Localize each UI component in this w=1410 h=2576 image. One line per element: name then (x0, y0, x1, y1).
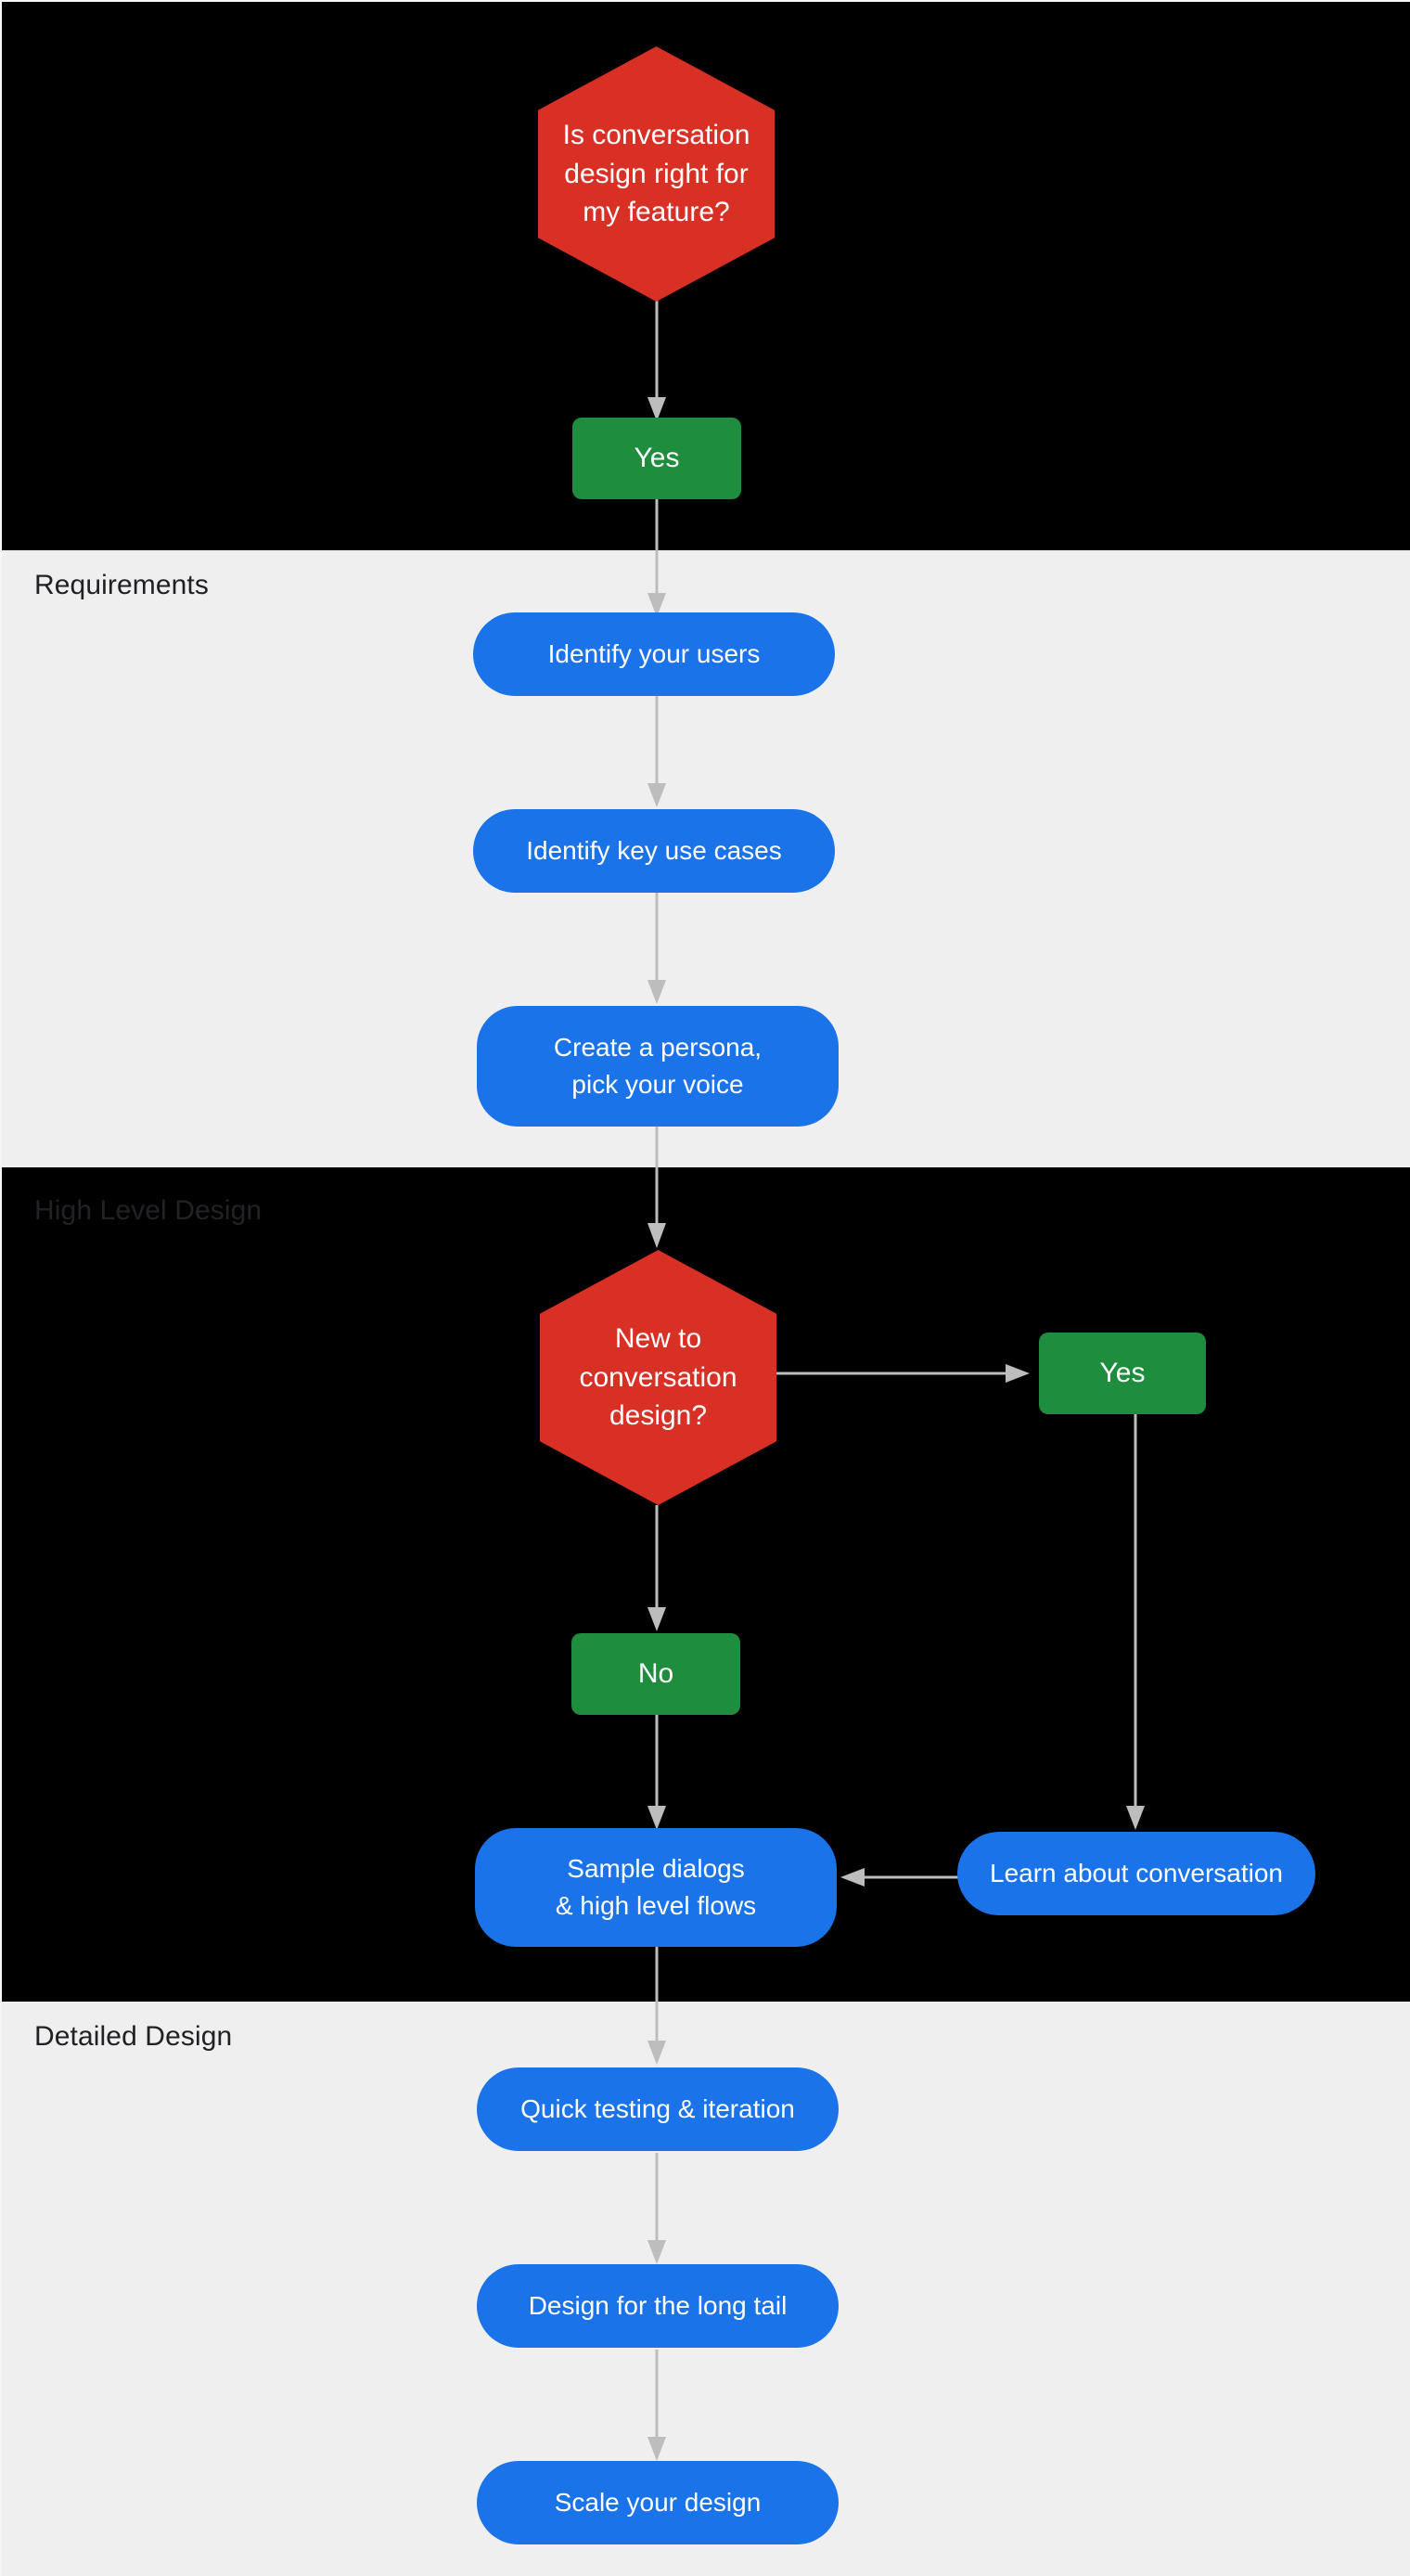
step-identify-key-use-cases[interactable]: Identify key use cases (473, 809, 835, 893)
step-scale-your-design[interactable]: Scale your design (477, 2461, 839, 2544)
answer-yes-1[interactable]: Yes (572, 418, 741, 499)
step-quick-testing-iteration-label: Quick testing & iteration (520, 2094, 795, 2124)
edge-identify-users-to-use-cases (642, 696, 672, 809)
step-sample-dialogs-line-2: & high level flows (555, 1891, 757, 1920)
step-create-persona-line-2: pick your voice (571, 1070, 744, 1099)
decision-2-line-1: New to (614, 1323, 702, 1355)
answer-yes-2[interactable]: Yes (1039, 1333, 1206, 1414)
decision-2-line-3: design? (609, 1400, 708, 1432)
decision-1-line-2: design right for (564, 158, 749, 189)
band-label-detailed-design: Detailed Design (34, 2021, 233, 2052)
edge-create-persona-to-decision2 (642, 1127, 672, 1250)
answer-yes-2-label: Yes (1099, 1358, 1146, 1388)
step-sample-dialogs-line-1: Sample dialogs (567, 1854, 745, 1884)
edge-no2-to-sample-dialogs (642, 1702, 672, 1832)
answer-no-2-label: No (637, 1658, 674, 1689)
step-identify-your-users-label: Identify your users (547, 639, 761, 669)
step-create-persona-line-1: Create a persona, (553, 1033, 763, 1063)
edge-yes2-to-learn-about-conversation (1121, 1414, 1150, 1832)
edge-decision1-to-yes1 (642, 297, 672, 422)
answer-yes-1-label: Yes (634, 443, 680, 473)
step-create-persona-pick-voice[interactable]: Create a persona, pick your voice (477, 1006, 839, 1127)
edge-yes1-to-identify-users (642, 498, 672, 619)
edge-sample-dialogs-to-quick-testing (642, 1941, 672, 2067)
step-quick-testing-iteration[interactable]: Quick testing & iteration (477, 2067, 839, 2151)
step-design-for-long-tail-label: Design for the long tail (528, 2291, 788, 2321)
step-sample-dialogs-high-level-flows[interactable]: Sample dialogs & high level flows (475, 1828, 837, 1947)
edge-learn-to-sample-dialogs (837, 1862, 967, 1892)
band-label-high-level-design: High Level Design (34, 1195, 263, 1226)
band-label-requirements: Requirements (34, 570, 209, 600)
decision-1-line-1: Is conversation (562, 120, 750, 151)
step-learn-about-conversation-label: Learn about conversation (990, 1859, 1283, 1888)
step-identify-key-use-cases-label: Identify key use cases (526, 836, 782, 866)
step-learn-about-conversation[interactable]: Learn about conversation (957, 1832, 1315, 1915)
decision-new-to-conversation-design[interactable]: New to conversation design? (540, 1250, 776, 1505)
edge-decision2-to-yes2 (776, 1359, 1035, 1388)
answer-no-2[interactable]: No (571, 1633, 740, 1715)
step-identify-your-users[interactable]: Identify your users (473, 612, 835, 696)
step-scale-your-design-label: Scale your design (554, 2488, 762, 2518)
edge-quick-testing-to-long-tail (642, 2153, 672, 2266)
decision-is-conversation-design-right[interactable]: Is conversation design right for my feat… (538, 46, 775, 302)
edge-decision2-to-no2 (642, 1505, 672, 1633)
decision-2-line-2: conversation (579, 1361, 737, 1393)
edge-long-tail-to-scale-design (642, 2350, 672, 2463)
step-design-for-long-tail[interactable]: Design for the long tail (477, 2264, 839, 2348)
decision-1-line-3: my feature? (583, 197, 730, 228)
edge-use-cases-to-create-persona (642, 893, 672, 1006)
